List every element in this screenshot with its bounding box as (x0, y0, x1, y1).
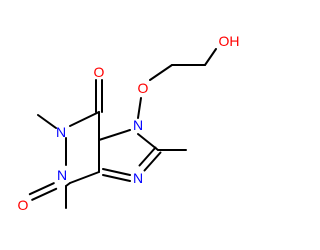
bond-n9-c4-b (102, 174, 131, 182)
atom-oh: OH (219, 33, 240, 49)
bond-c2-o2-b (31, 187, 58, 201)
bond-c5-n7 (98, 129, 131, 141)
bond-c8-n9-a (138, 146, 157, 167)
atom-n7: N (133, 117, 143, 133)
atom-o-carbonyl-bottom: O (18, 197, 29, 213)
atom-n9: N (133, 170, 143, 186)
bond-c2-o2-a (28, 182, 55, 196)
atom-n3: N (57, 167, 67, 183)
bond-n7-o (137, 97, 142, 119)
atom-o-carbonyl-top: O (94, 64, 105, 80)
bond-c6-n1 (69, 111, 100, 127)
bond-n3-c4 (69, 171, 100, 184)
atom-o-ether: O (138, 80, 149, 96)
atom-n1: N (56, 124, 66, 140)
bond-n1-methyl (37, 114, 57, 129)
chemical-structure: O O O OH N N N N (18, 33, 240, 213)
bond-c8-n9-b (143, 151, 162, 172)
bond-cb-oh (204, 48, 217, 66)
bond-o-ca (149, 64, 173, 81)
bonds (28, 48, 217, 209)
bond-n9-c4-a (102, 168, 131, 176)
